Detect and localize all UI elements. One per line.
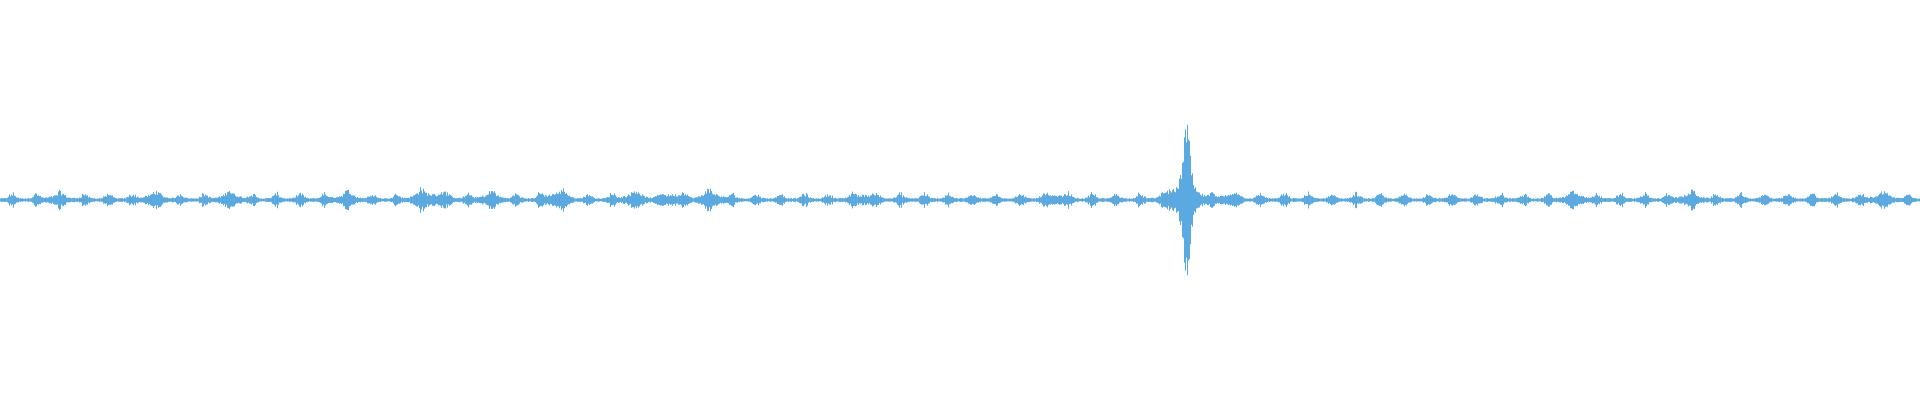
waveform-path [0, 124, 1920, 276]
waveform-samples [0, 124, 1920, 276]
